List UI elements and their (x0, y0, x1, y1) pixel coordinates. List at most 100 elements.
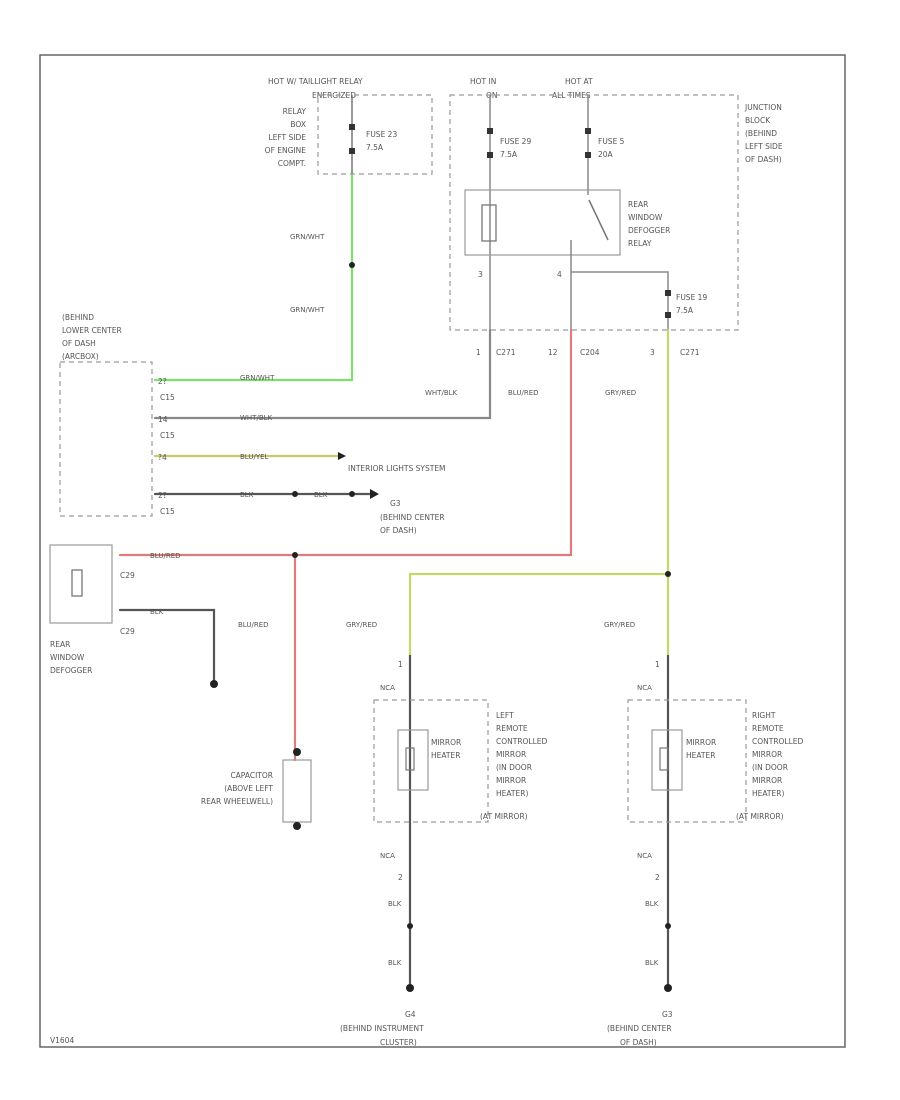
wire-splice (665, 571, 671, 577)
wire-splice (407, 923, 413, 929)
wire-label: WHT/BLK (240, 414, 273, 422)
relay-label: REAR (628, 200, 648, 209)
wire-label: GRN/WHT (290, 306, 325, 314)
connector-label: C271 (496, 348, 516, 357)
relay-label: WINDOW (628, 213, 663, 222)
right-mirror: 1 NCA MIRROR HEATER RIGHT REMOTE CONTROL… (607, 655, 804, 1047)
diagram-code: V1604 (50, 1036, 74, 1045)
relay-switch (588, 199, 609, 241)
ground-label: G4 (405, 1010, 416, 1019)
wire-label: BLK (314, 491, 328, 499)
hot-at-label: HOT AT (565, 77, 593, 86)
fuse-19-label: FUSE 19 (676, 293, 707, 302)
ground-g3-label: G3 (390, 499, 401, 508)
connector-pin: 12 (548, 348, 558, 357)
relay-box-outline (317, 94, 433, 175)
mirror-pin: 2 (655, 873, 660, 882)
capacitor-label: REAR WHEELWELL) (201, 797, 273, 806)
junction-block-label: OF DASH) (745, 155, 782, 164)
left-mirror-label: LEFT (496, 711, 514, 720)
module-label: (ARCBOX) (62, 352, 99, 361)
right-mirror-label: MIRROR (752, 750, 782, 759)
wire-label: BLK (150, 608, 164, 616)
wire-label: WHT/BLK (425, 389, 458, 397)
module-pin: ?4 (158, 453, 167, 462)
left-mirror-label: CONTROLLED (496, 737, 548, 746)
wire-splice (349, 262, 355, 268)
ground-point (406, 984, 414, 992)
right-mirror-label: REMOTE (752, 724, 784, 733)
wire-label: BLK (240, 491, 254, 499)
defogger-connector: C29 (120, 627, 135, 636)
fuse-29-symbol (487, 152, 493, 158)
wire-label: BLU/RED (150, 552, 181, 560)
relay-label: DEFOGGER (628, 226, 670, 235)
wire-wht-blk (153, 328, 492, 420)
ground-g3-location: OF DASH) (380, 526, 417, 535)
capacitor-terminal (293, 748, 301, 756)
interior-lights-label: INTERIOR LIGHTS SYSTEM (348, 464, 446, 473)
ground-location: (BEHIND INSTRUMENT (340, 1024, 424, 1033)
wire-grn-wht (153, 173, 354, 382)
defogger-connector: C29 (120, 571, 135, 580)
fuse-5-label: FUSE 5 (598, 137, 625, 146)
connector-label: C271 (680, 348, 700, 357)
wire-label: NCA (380, 684, 395, 692)
wire-label: NCA (380, 852, 395, 860)
defogger-element-icon (71, 569, 83, 597)
fuse-29-label: FUSE 29 (500, 137, 531, 146)
hot-taillight-label-2: ENERGIZED (312, 91, 356, 100)
connector-pin: 1 (476, 348, 481, 357)
ground-arrow-icon (370, 489, 379, 499)
wire-label: NCA (637, 684, 652, 692)
fuse-23-symbol (349, 124, 355, 130)
capacitor: CAPACITOR (ABOVE LEFT REAR WHEELWELL) (201, 748, 312, 830)
relay-box-group: HOT W/ TAILLIGHT RELAY ENERGIZED RELAY B… (265, 77, 433, 175)
defogger-box (49, 544, 113, 624)
fuse-23-label: 7.5A (366, 143, 384, 152)
left-mirror-label: REMOTE (496, 724, 528, 733)
right-mirror-heater-box (651, 729, 683, 791)
fuse-19-line (571, 271, 669, 330)
junction-block-group: HOT IN ON HOT AT ALL TIMES JUNCTION BLOC… (449, 77, 783, 357)
fuse-29-symbol (487, 128, 493, 134)
mirror-heater-label: HEATER (686, 751, 715, 760)
fuse-19-label: 7.5A (676, 306, 694, 315)
ground-point (664, 984, 672, 992)
arrow-icon (338, 452, 346, 460)
mirror-pin: 1 (398, 660, 403, 669)
wire-splice (349, 491, 355, 497)
right-mirror-label: (IN DOOR (752, 763, 788, 772)
left-mirror-label: (AT MIRROR) (480, 812, 528, 821)
rear-defogger: C29 C29 REAR WINDOW DEFOGGER (49, 544, 135, 675)
wire-label: BLK (388, 900, 402, 908)
wire-splice (292, 552, 298, 558)
module-pin: 2? (158, 491, 167, 500)
mirror-heater-label: HEATER (431, 751, 460, 760)
left-mirror-heater-box (397, 729, 429, 791)
module-label: LOWER CENTER (62, 326, 122, 335)
relay-box-label: LEFT SIDE (268, 133, 306, 142)
fuse-29-label: 7.5A (500, 150, 518, 159)
defogger-label: DEFOGGER (50, 666, 92, 675)
mirror-pin: 2 (398, 873, 403, 882)
hot-taillight-label: HOT W/ TAILLIGHT RELAY (268, 77, 363, 86)
module-pin: 2? (158, 377, 167, 386)
ground-label: G3 (662, 1010, 673, 1019)
junction-block-label: LEFT SIDE (745, 142, 783, 151)
ground-location: (BEHIND CENTER (607, 1024, 672, 1033)
ground-g3-location: (BEHIND CENTER (380, 513, 445, 522)
relay-label: RELAY (628, 239, 652, 248)
heater-element-icon (659, 747, 669, 771)
heater-element-icon (405, 747, 415, 771)
left-mirror-label: (IN DOOR (496, 763, 532, 772)
fuse-23-symbol (349, 148, 355, 154)
wire-label: GRN/WHT (240, 374, 275, 382)
right-mirror-label: HEATER) (752, 789, 784, 798)
wire-blu-red (118, 328, 573, 557)
fuse-23-label: FUSE 23 (366, 130, 397, 139)
module-connector: C15 (160, 507, 175, 516)
module-outline (59, 361, 153, 517)
connector-pin: 3 (650, 348, 655, 357)
fuse-19-symbol (665, 290, 671, 296)
